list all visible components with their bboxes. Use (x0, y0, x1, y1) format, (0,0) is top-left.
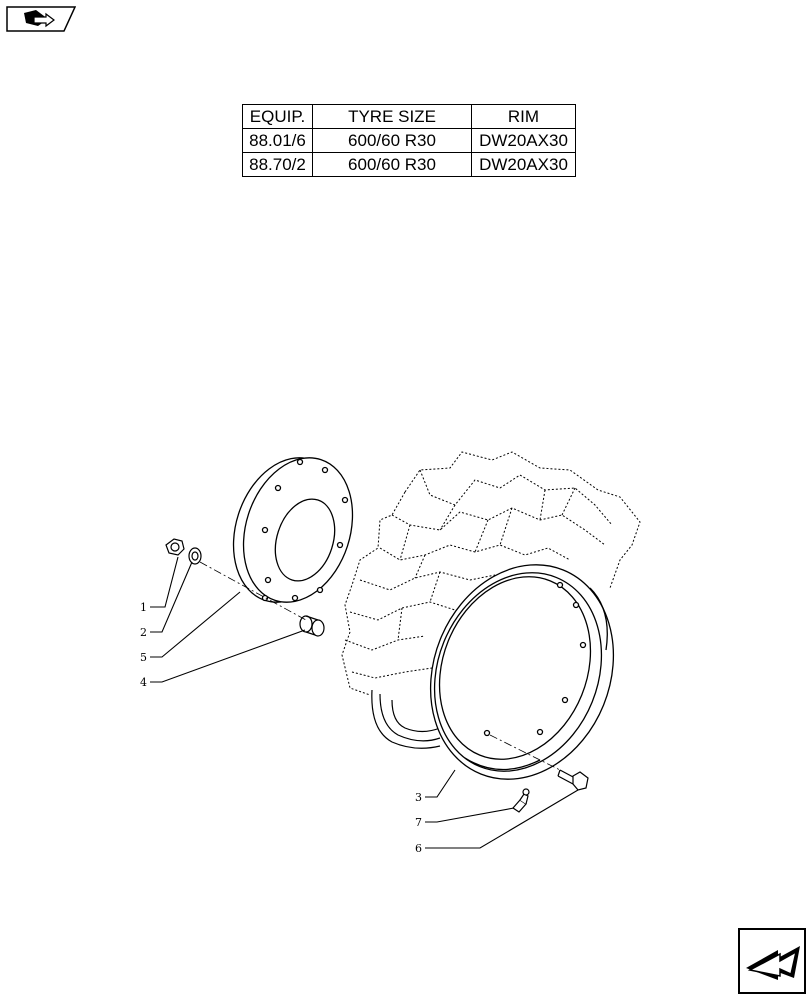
assembly-axis-line (199, 561, 561, 771)
wheel-bolt (557, 769, 589, 791)
leader-lines (150, 556, 579, 849)
table-cell-tyre-size: 600/60 R30 (312, 152, 472, 177)
table-cell-equip: 88.01/6 (242, 128, 313, 153)
wheel-rim (429, 564, 615, 780)
wheel-disc (232, 457, 354, 603)
table-row: 88.70/2 600/60 R30 DW20AX30 (242, 152, 576, 177)
table-cell-rim: DW20AX30 (471, 152, 576, 177)
wheel-nut (165, 538, 185, 556)
tyre-valve (512, 788, 530, 813)
column-header-equip: EQUIP. (242, 104, 313, 129)
callout-6: 6 (415, 842, 422, 855)
table-row: 88.01/6 600/60 R30 DW20AX30 (242, 128, 576, 153)
callout-7: 7 (415, 816, 422, 829)
washer (188, 547, 202, 565)
callout-1: 1 (140, 601, 147, 614)
arrow-into-page-icon (24, 10, 55, 28)
callout-2: 2 (140, 626, 147, 639)
column-header-rim: RIM (471, 104, 576, 129)
callout-4: 4 (140, 676, 147, 689)
next-page-button[interactable] (738, 928, 806, 994)
table-cell-equip: 88.70/2 (242, 152, 313, 177)
back-navigation-button[interactable] (6, 6, 76, 32)
callout-3: 3 (415, 791, 422, 804)
table-cell-rim: DW20AX30 (471, 128, 576, 153)
tyre-phantom (341, 451, 641, 696)
callout-5: 5 (140, 651, 147, 664)
tyre-spec-table: EQUIP. TYRE SIZE RIM 88.01/6 600/60 R30 … (242, 104, 576, 177)
tyre-sidewall (371, 689, 441, 749)
spacer-bush (299, 615, 325, 637)
table-cell-tyre-size: 600/60 R30 (312, 128, 472, 153)
next-page-arrow-icon (746, 946, 800, 980)
